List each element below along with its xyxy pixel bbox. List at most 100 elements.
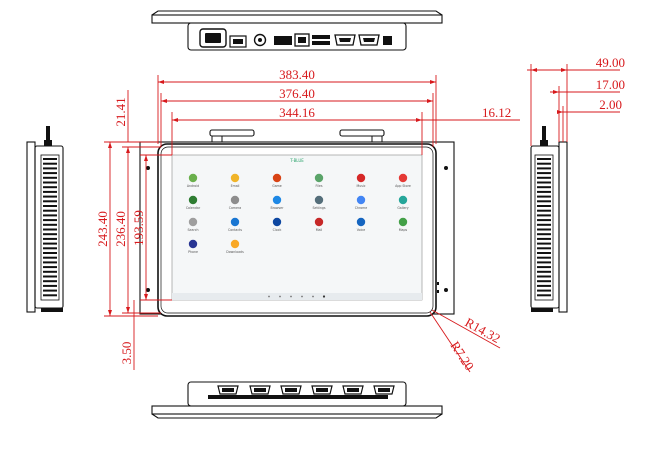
left-side-flange — [26, 141, 36, 313]
app-icon[interactable] — [398, 217, 408, 227]
left-side-vent-panel — [40, 154, 60, 301]
vent-slot — [43, 294, 57, 297]
screen-nav-bar — [172, 293, 422, 300]
vent-slot — [537, 256, 551, 259]
dim-depth-flange: 2.00 — [599, 97, 622, 112]
app-label: Phone — [188, 250, 198, 254]
vent-slot — [43, 205, 57, 207]
indicator-1 — [437, 282, 439, 285]
vent-slot — [537, 275, 551, 278]
app-label: Chrome — [355, 206, 368, 210]
top-view-flange — [151, 14, 443, 24]
vent-slot — [537, 266, 551, 269]
vent-slot — [43, 270, 57, 273]
vent-slot — [537, 233, 551, 236]
vent-slot — [43, 172, 57, 175]
indicator-2 — [437, 290, 439, 293]
vent-slot — [43, 219, 57, 222]
app-icon[interactable] — [272, 173, 282, 183]
vent-slot — [43, 284, 57, 287]
vent-slot — [43, 289, 57, 292]
usb-port-bottom — [312, 41, 330, 45]
vent-slot — [537, 294, 551, 297]
vent-slot — [43, 275, 57, 278]
app-icon[interactable] — [188, 217, 198, 227]
right-side-vent-panel — [534, 154, 554, 301]
vent-slot — [43, 256, 57, 259]
app-icon[interactable] — [356, 173, 366, 183]
vent-slot — [537, 200, 551, 203]
dc-jack-pin — [258, 38, 262, 42]
dim-height-bezel: 236.40 — [113, 211, 128, 247]
dim-width-overall: 383.40 — [279, 67, 315, 82]
app-icon[interactable] — [272, 217, 282, 227]
vent-slot — [43, 247, 57, 250]
app-icon[interactable] — [188, 195, 198, 205]
left-antenna — [46, 126, 50, 140]
radius-leader-2 — [429, 311, 471, 373]
app-icon[interactable] — [314, 217, 324, 227]
com-port-pins — [316, 388, 328, 392]
app-icon[interactable] — [230, 195, 240, 205]
vent-slot — [537, 209, 551, 212]
app-label: Search — [188, 228, 199, 232]
app-icon[interactable] — [356, 217, 366, 227]
vent-slot — [537, 186, 551, 189]
com-port-row — [217, 385, 395, 395]
bottom-view — [151, 381, 443, 419]
app-icon[interactable] — [188, 173, 198, 183]
dimension-lines — [104, 64, 620, 373]
app-icon[interactable] — [398, 173, 408, 183]
app-icon[interactable] — [314, 195, 324, 205]
right-side-foot — [531, 308, 553, 312]
vent-slot — [537, 280, 551, 283]
app-icon[interactable] — [230, 173, 240, 183]
vent-slot — [537, 176, 551, 179]
app-label: Gallery — [397, 206, 408, 210]
app-label: Camera — [229, 206, 242, 210]
vent-slot — [43, 209, 57, 212]
vent-slot — [537, 181, 551, 184]
app-icon[interactable] — [272, 195, 282, 205]
mount-hole-bl — [146, 288, 150, 292]
dim-depth-overall: 49.00 — [596, 55, 625, 70]
vent-slot — [537, 270, 551, 273]
app-label: Calendar — [186, 206, 201, 210]
app-icon[interactable] — [230, 217, 240, 227]
app-label: Email — [231, 184, 240, 188]
app-icon[interactable] — [230, 239, 240, 249]
vent-slot — [537, 195, 551, 198]
vent-slot — [537, 261, 551, 264]
vent-slot — [43, 266, 57, 269]
power-switch-rocker — [233, 39, 243, 44]
app-icon[interactable] — [188, 239, 198, 249]
left-side-foot — [41, 308, 63, 312]
app-label: Voice — [357, 228, 366, 232]
vent-slot — [43, 186, 57, 189]
app-label: Mail — [316, 228, 323, 232]
app-icon[interactable] — [356, 195, 366, 205]
vent-slot — [537, 190, 551, 193]
vent-slot — [43, 237, 57, 240]
app-label: Browser — [271, 206, 285, 210]
app-label: Clock — [273, 228, 282, 232]
right-side-vents — [537, 158, 551, 297]
vent-slot — [43, 176, 57, 179]
vent-slot — [43, 223, 57, 226]
bottom-terminal-strip — [208, 395, 388, 399]
app-icon[interactable] — [314, 173, 324, 183]
app-label: Music — [356, 184, 365, 188]
vent-slot — [43, 214, 57, 217]
vent-slot — [537, 158, 551, 160]
vent-slot — [43, 228, 57, 231]
mount-hole-tl — [146, 166, 150, 170]
app-icon[interactable] — [398, 195, 408, 205]
bottom-view-flange-edge — [151, 413, 443, 419]
bottom-view-flange — [151, 405, 443, 415]
radius-leader-1 — [431, 309, 501, 349]
vent-slot — [537, 205, 551, 207]
vent-slot — [537, 214, 551, 217]
